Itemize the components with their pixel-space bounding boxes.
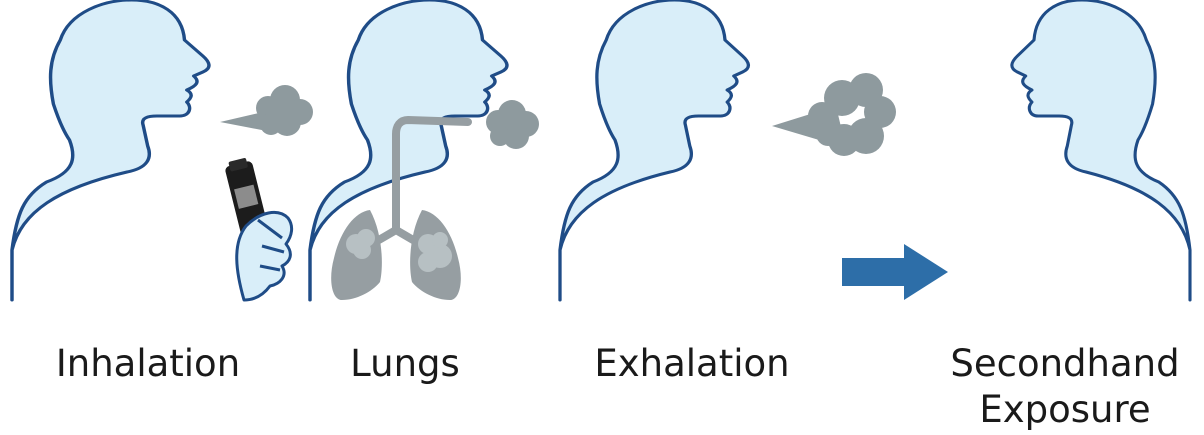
secondhand-exposure-label: Secondhand Exposure (930, 341, 1200, 433)
person-silhouette-icon (12, 0, 209, 300)
exhalation-panel (560, 0, 896, 300)
vapor-plume-icon (772, 73, 896, 156)
vapor-cloud-icon (486, 100, 539, 149)
person-silhouette-icon (560, 0, 748, 300)
secondhand-exposure-panel (1012, 0, 1190, 300)
vapor-cloud-icon (220, 85, 313, 136)
secondhand-label-line-1: Secondhand (930, 341, 1200, 387)
lungs-label: Lungs (310, 341, 500, 387)
hand-icon (237, 212, 292, 300)
arrow-right-icon (842, 244, 948, 300)
secondhand-label-line-2: Exposure (930, 387, 1200, 433)
lungs-panel (310, 0, 539, 300)
person-silhouette-icon (1012, 0, 1190, 300)
exhalation-label: Exhalation (572, 341, 812, 387)
inhalation-panel (12, 0, 313, 300)
inhalation-label: Inhalation (28, 341, 268, 387)
